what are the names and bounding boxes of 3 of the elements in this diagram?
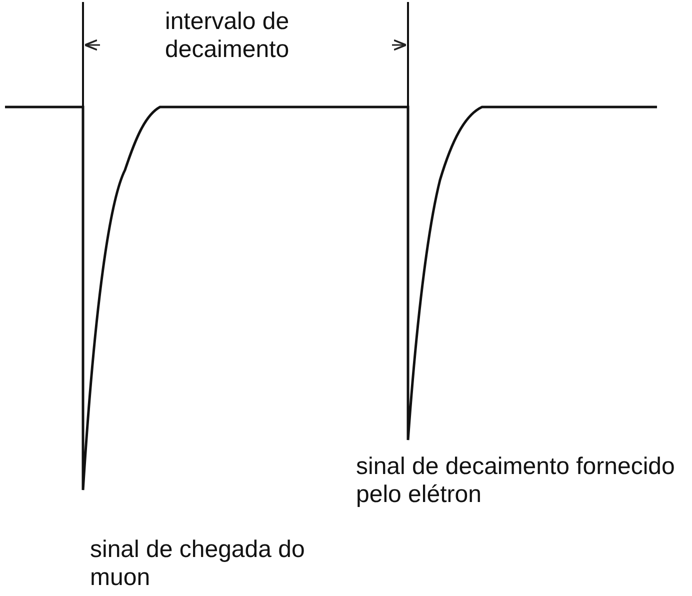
annotation-label: sinal de decaimento fornecido pelo elétron	[356, 453, 676, 509]
annotation-label: intervalo de decaimento	[165, 8, 290, 64]
annotation-label: sinal de chegada do muon	[90, 536, 306, 592]
